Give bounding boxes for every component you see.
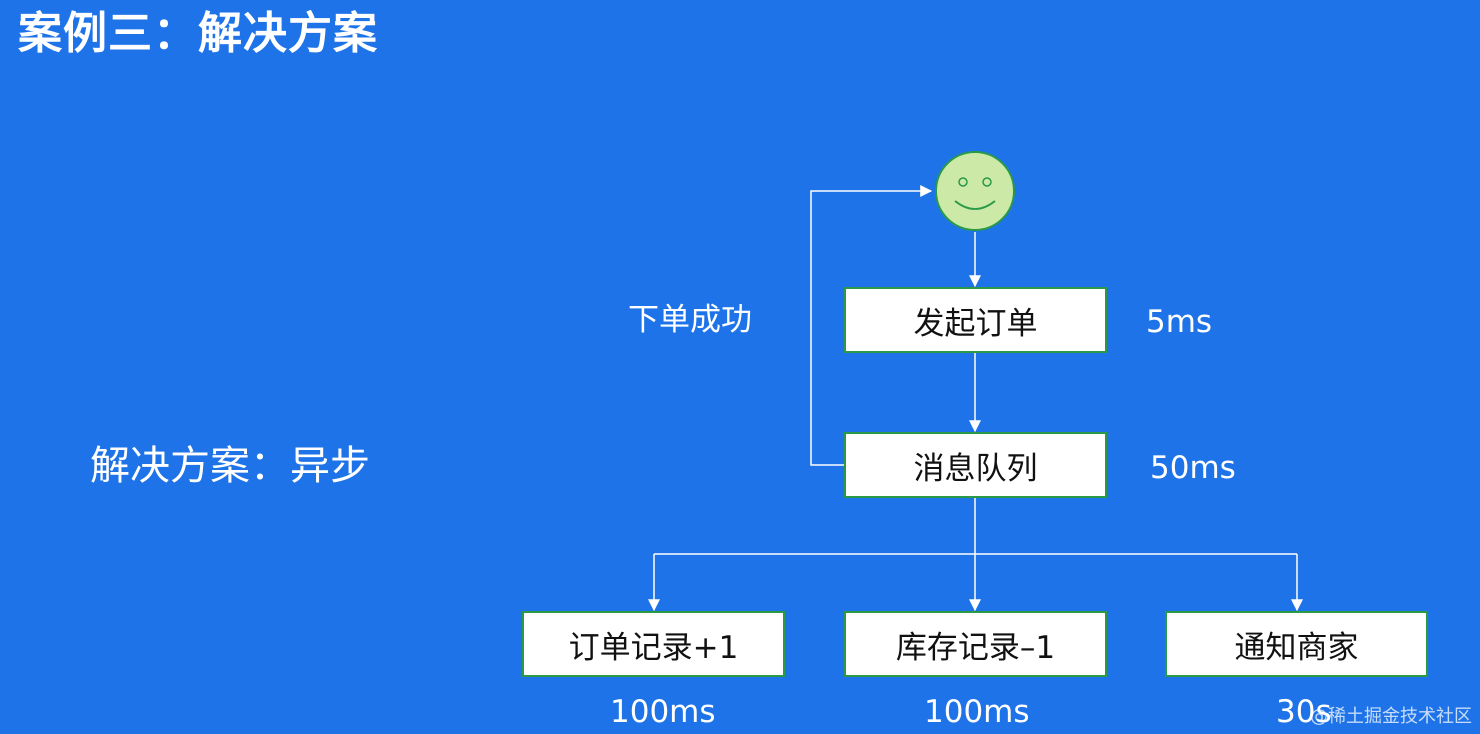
notify-merchant-time: 30s — [1276, 694, 1332, 730]
message-queue-box: 消息队列 — [844, 432, 1107, 498]
stock-record-box: 库存记录–1 — [844, 611, 1107, 677]
solution-label: 解决方案：异步 — [90, 443, 370, 489]
order-record-label: 订单记录+1 — [568, 629, 739, 666]
notify-merchant-label: 通知商家 — [1234, 629, 1359, 666]
notify-merchant-box: 通知商家 — [1165, 611, 1428, 677]
message-queue-label: 消息队列 — [913, 450, 1038, 487]
smiley-user-icon — [935, 151, 1015, 231]
arrow-queue-to-user — [810, 185, 933, 466]
page-title: 案例三：解决方案 — [18, 8, 378, 59]
start-order-time: 5ms — [1146, 304, 1213, 340]
start-order-box: 发起订单 — [844, 287, 1107, 353]
order-record-time: 100ms — [610, 694, 716, 730]
message-queue-time: 50ms — [1150, 450, 1236, 486]
stock-record-label: 库存记录–1 — [895, 629, 1056, 666]
start-order-label: 发起订单 — [913, 305, 1038, 342]
order-success-label: 下单成功 — [628, 302, 752, 338]
watermark-text: @稀土掘金技术社区 — [1310, 706, 1472, 727]
stock-record-time: 100ms — [924, 694, 1030, 730]
order-record-box: 订单记录+1 — [522, 611, 785, 677]
